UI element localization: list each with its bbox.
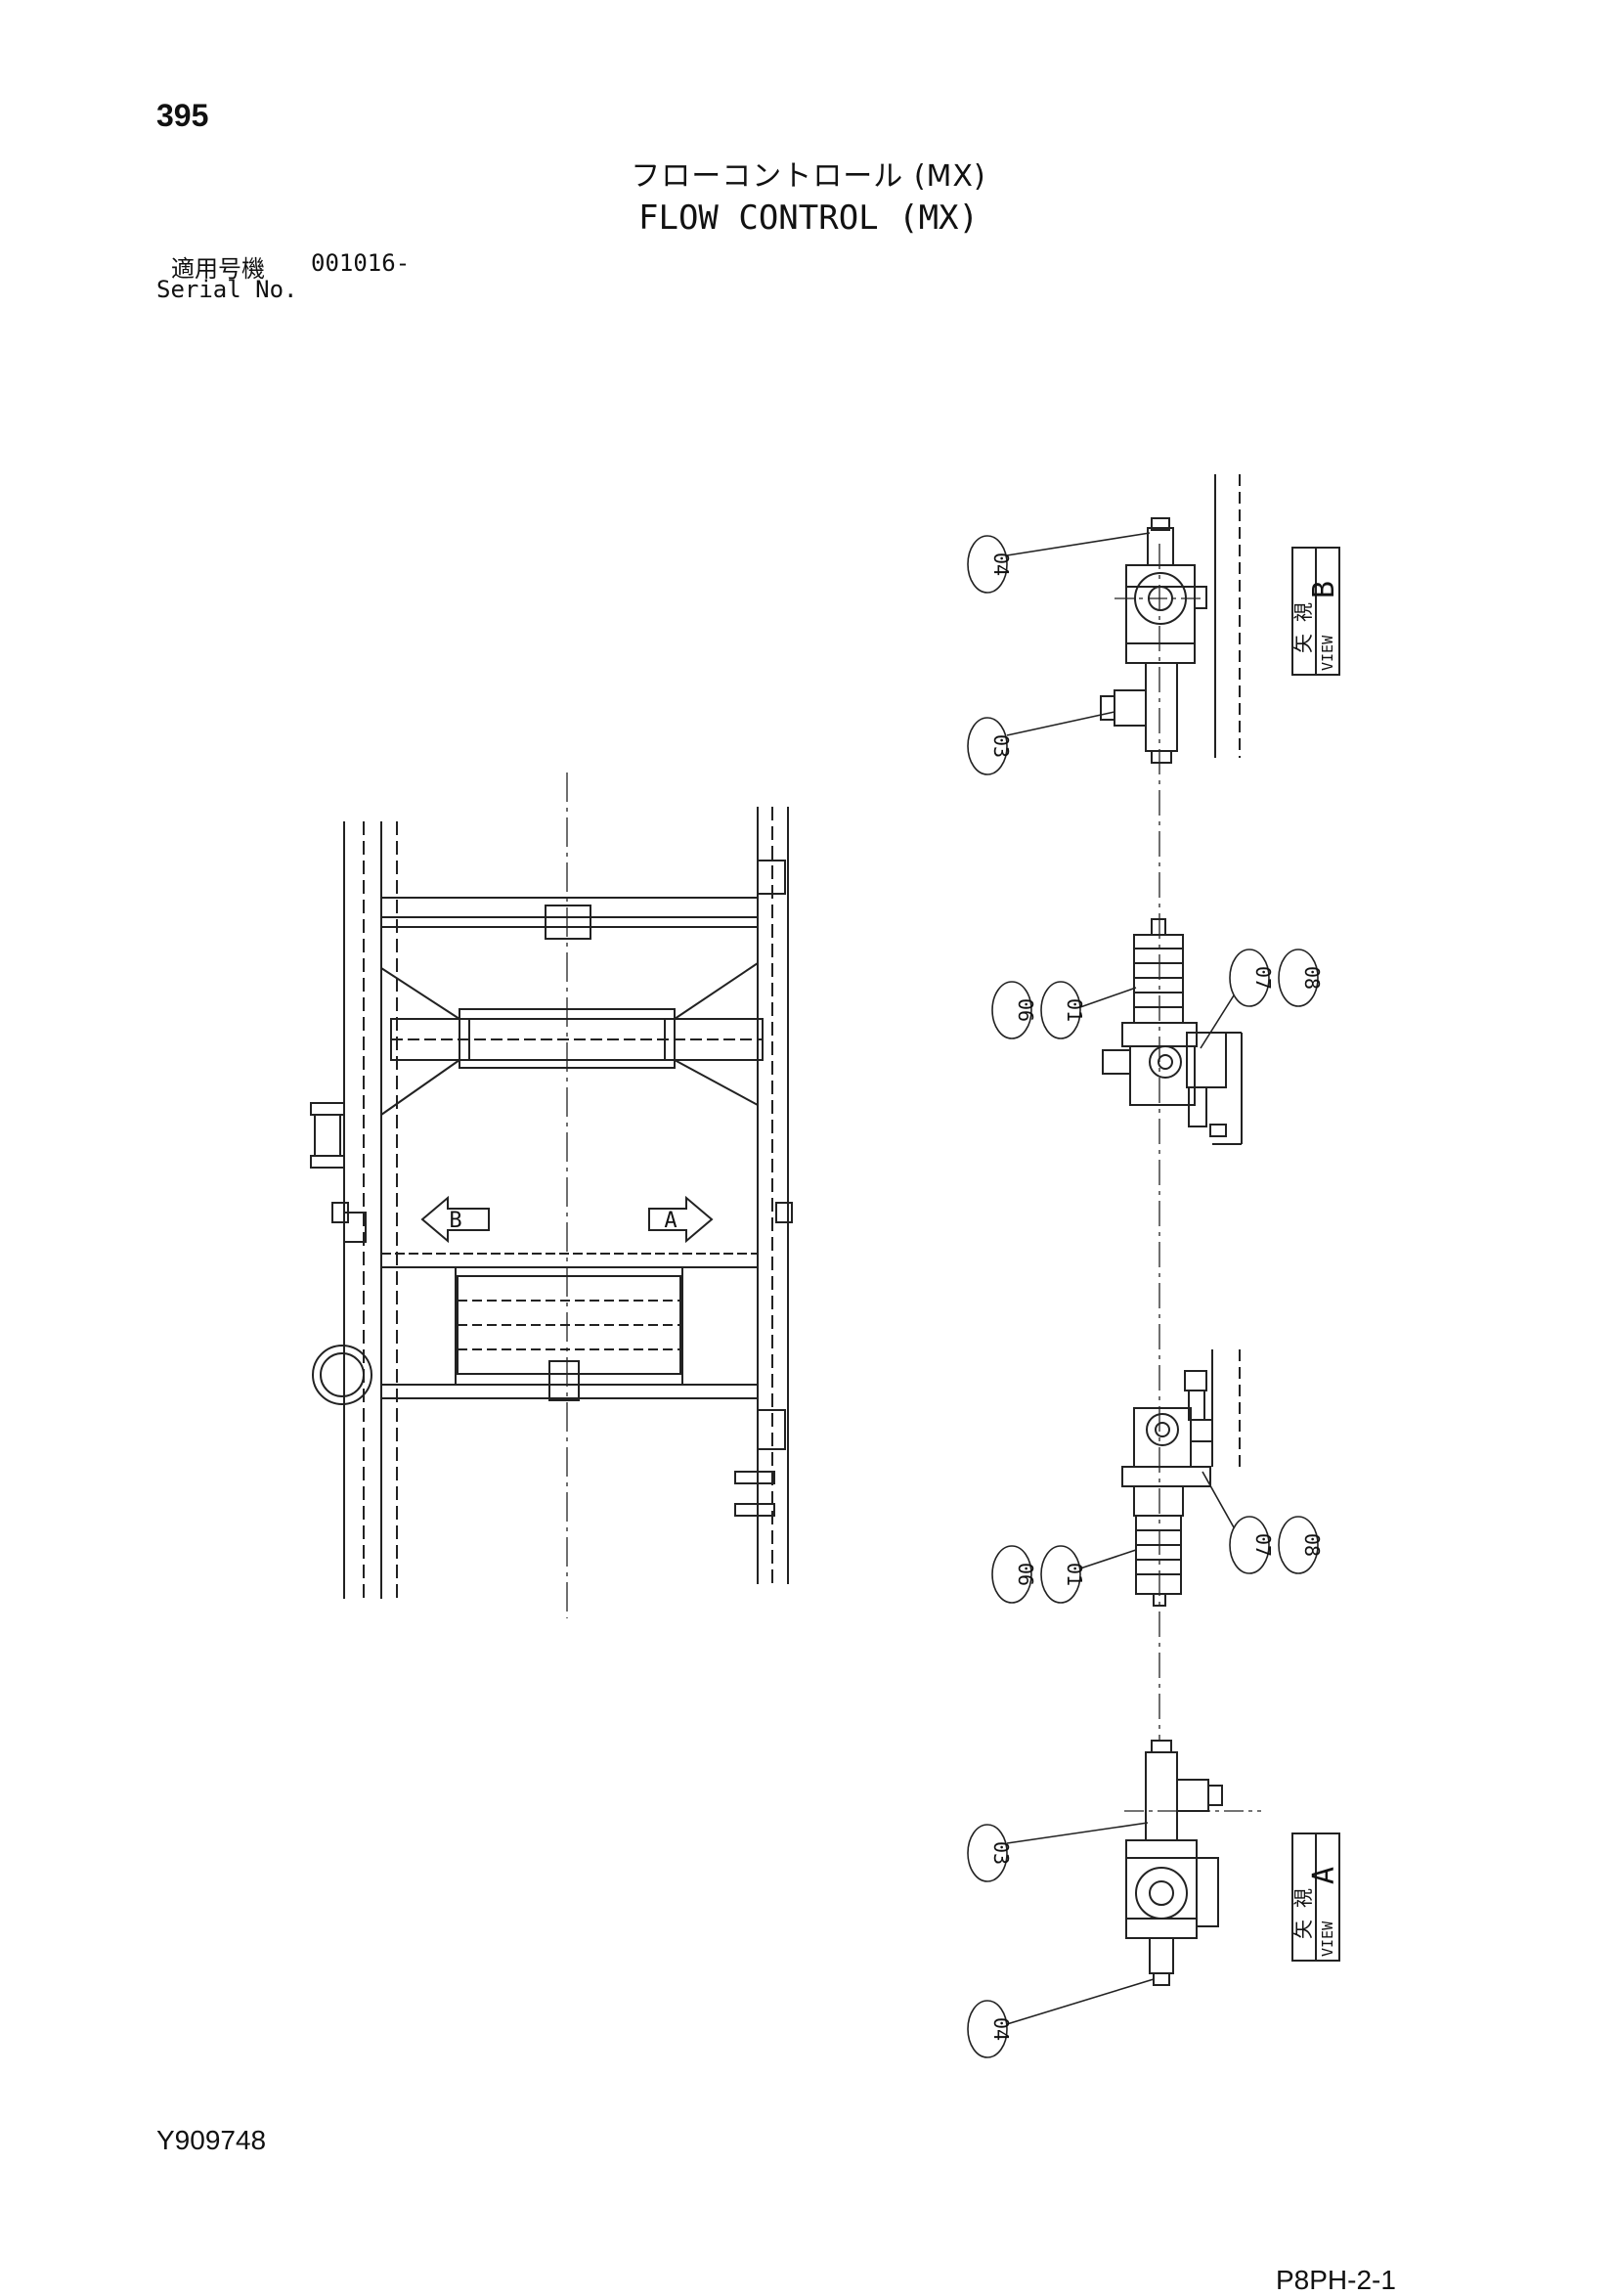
view-arrow-a-letter: A [664, 1209, 677, 1233]
leader-line [1202, 1471, 1235, 1528]
callout-label: 06 [1014, 1563, 1037, 1586]
page-number: 395 [156, 98, 209, 133]
callout-g1-06 [991, 981, 1032, 1039]
callout-label: 08 [1300, 1533, 1324, 1557]
callout-label: 01 [1063, 1563, 1086, 1586]
serial-label-japanese: 適用号機 [171, 255, 265, 283]
view-arrow-b-letter: B [449, 1209, 461, 1233]
leader-line [1006, 1822, 1149, 1844]
view-b-assembly [1100, 474, 1241, 1741]
frame-assembly [310, 773, 793, 1618]
view-box-a-letter: A [1307, 1867, 1341, 1884]
leader-line [1006, 1978, 1155, 2025]
callout-g2-08 [1278, 1516, 1319, 1574]
callout-view-a-03 [967, 1824, 1008, 1882]
view-box-b-letter: B [1307, 581, 1341, 598]
callout-view-b-04 [967, 535, 1008, 594]
leader-line [1006, 711, 1115, 736]
callout-g1-01 [1040, 981, 1081, 1039]
view-b-label-box [1291, 547, 1340, 676]
callout-g2-06 [991, 1545, 1032, 1604]
callout-g2-07 [1229, 1516, 1270, 1574]
view-box-b-en: VIEW [1319, 635, 1336, 671]
callout-label: 08 [1300, 966, 1324, 990]
callout-label: 06 [1014, 998, 1037, 1022]
title-japanese: フローコントロール (MX) [631, 159, 986, 194]
callout-label: 07 [1251, 966, 1275, 990]
view-a-label-box [1291, 1832, 1340, 1962]
callout-g1-07 [1229, 949, 1270, 1007]
leader-line [1079, 1549, 1137, 1569]
document-code: Y909748 [156, 2125, 267, 2155]
callout-g1-08 [1278, 949, 1319, 1007]
callout-label: 04 [989, 552, 1013, 576]
callout-g2-01 [1040, 1545, 1081, 1604]
callout-view-a-04 [967, 2000, 1008, 2058]
valve-group-upper [1102, 918, 1243, 1145]
serial-label-english: Serial No. [156, 276, 298, 303]
leader-line [1200, 994, 1235, 1049]
callout-view-b-03 [967, 717, 1008, 775]
serial-value: 001016- [311, 249, 411, 277]
view-box-a-jp: 矢 視 [1291, 1888, 1315, 1939]
view-arrow-a [648, 1195, 714, 1244]
valve-group-lower [1121, 1349, 1241, 1607]
page-code: P8PH-2-1 [1276, 2265, 1396, 2295]
leader-line [1006, 532, 1151, 556]
view-box-a-en: VIEW [1319, 1921, 1336, 1957]
callout-label: 03 [989, 734, 1013, 758]
view-arrow-b [420, 1195, 490, 1244]
title-english: FLOW CONTROL (MX) [638, 199, 979, 238]
callout-label: 01 [1063, 998, 1086, 1022]
callout-label: 03 [989, 1841, 1013, 1865]
view-a-assembly [1124, 1740, 1261, 1986]
leader-line [1079, 987, 1137, 1008]
callout-label: 07 [1251, 1533, 1275, 1557]
callout-label: 04 [989, 2017, 1013, 2041]
view-box-b-jp: 矢 視 [1291, 602, 1315, 653]
